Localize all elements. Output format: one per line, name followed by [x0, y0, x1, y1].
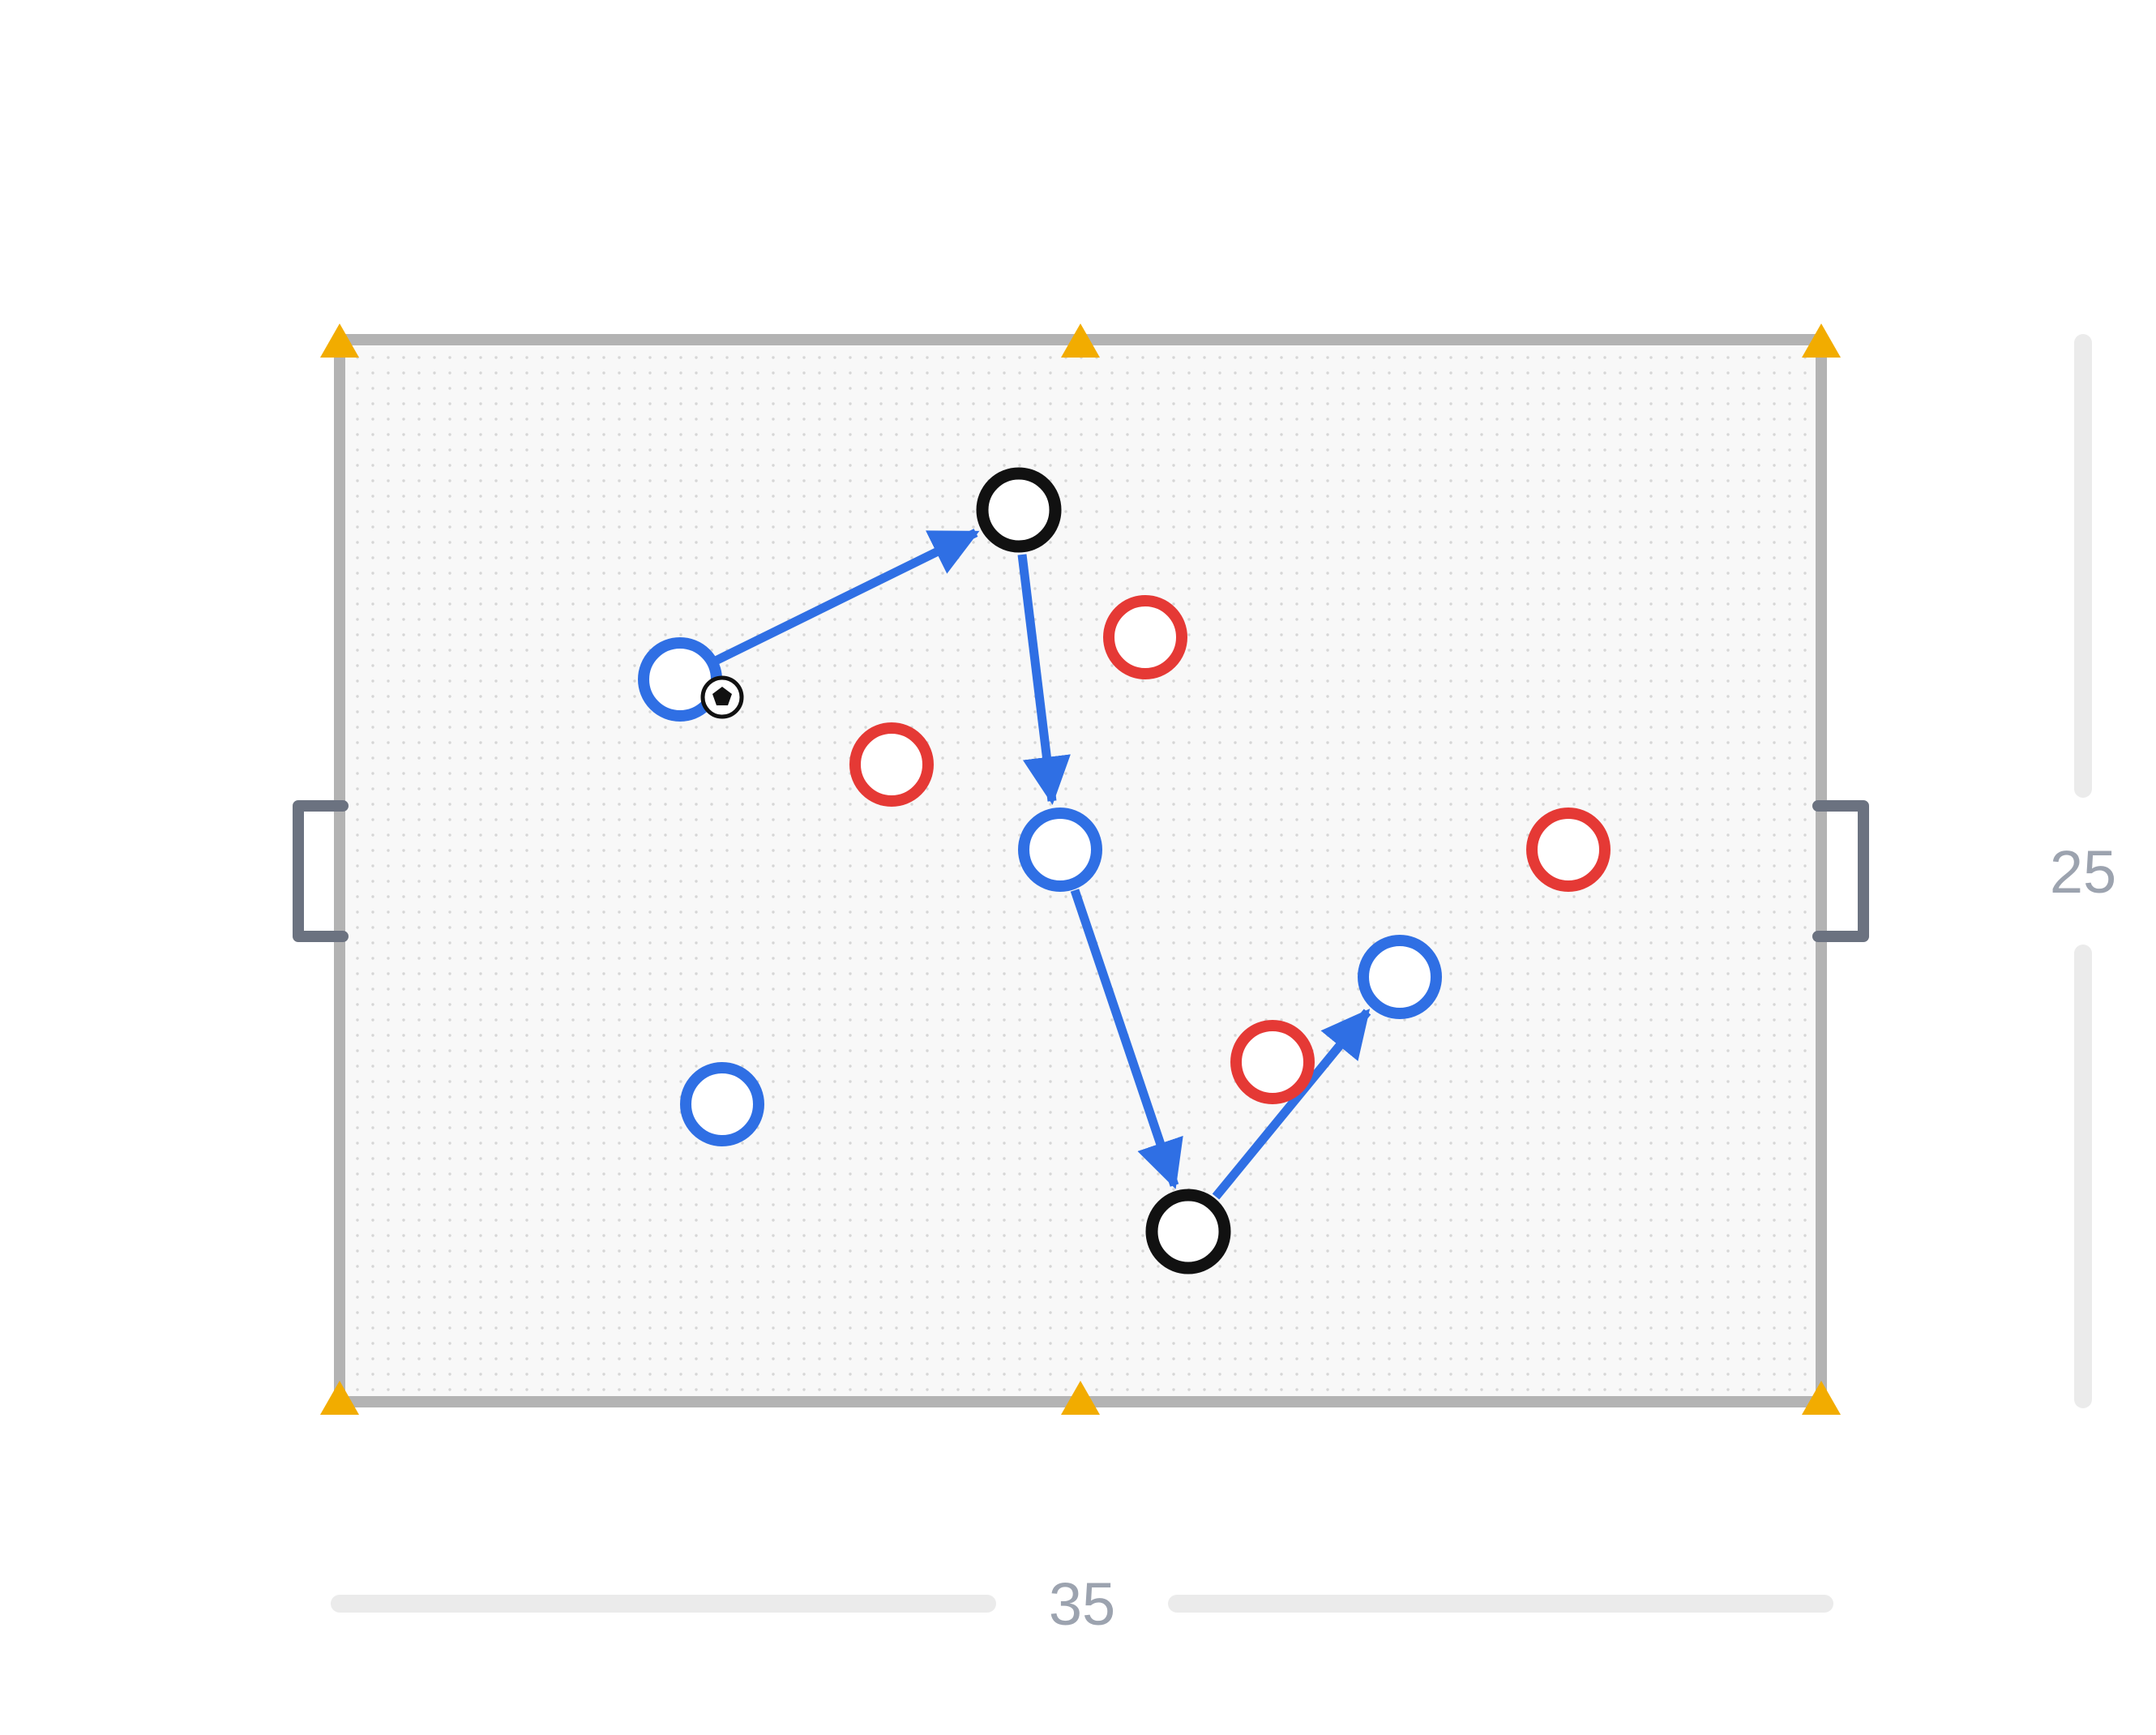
- pass-arrow: [713, 529, 980, 665]
- players: [638, 467, 1611, 1274]
- cone-icon: [1802, 1381, 1841, 1415]
- blue-player: [1358, 935, 1442, 1019]
- width-dimension: 35: [331, 1570, 1833, 1638]
- pass-arrow: [1212, 1009, 1371, 1200]
- pass-arrow: [1070, 889, 1183, 1189]
- cone-icon: [320, 323, 359, 358]
- red-player: [1230, 1020, 1315, 1104]
- red-player: [1526, 808, 1611, 892]
- height-dimension: 25: [2050, 334, 2116, 1408]
- blue-player: [1018, 808, 1102, 892]
- cone-icon: [320, 1381, 359, 1415]
- red-player: [849, 722, 934, 807]
- cone-icon: [1061, 323, 1100, 358]
- cone-icon: [1802, 323, 1841, 358]
- right-goal: [1812, 800, 1869, 942]
- width-dimension-label: 35: [1049, 1570, 1115, 1638]
- passes: [713, 529, 1371, 1200]
- blue-player: [680, 1062, 764, 1146]
- pass-arrow: [1017, 554, 1071, 805]
- red-player: [1103, 595, 1187, 679]
- height-dimension-label: 25: [2050, 838, 2116, 906]
- ball-icon: [700, 675, 744, 719]
- neutral-player: [1145, 1189, 1231, 1274]
- goals: [293, 800, 1869, 942]
- cone-icon: [1061, 1381, 1100, 1415]
- left-goal: [293, 800, 349, 942]
- neutral-player: [976, 467, 1062, 553]
- cones: [320, 323, 1841, 1415]
